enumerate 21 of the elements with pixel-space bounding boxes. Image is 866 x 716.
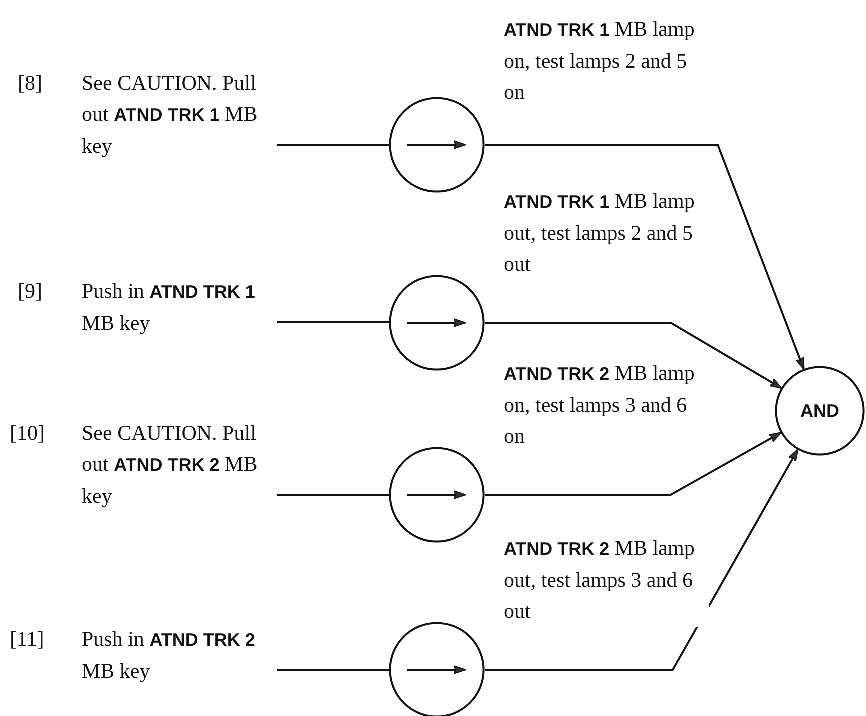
step-number: [8] xyxy=(18,70,42,97)
arrow xyxy=(485,144,805,370)
connector-line xyxy=(277,494,389,496)
gate-label: AND xyxy=(800,400,840,422)
arrow xyxy=(485,432,782,496)
step-number: [9] xyxy=(18,278,42,305)
circle-symbol xyxy=(389,275,485,371)
circle-symbol xyxy=(389,447,485,543)
step-instruction: Push in ATND TRK 1 MB key xyxy=(82,278,256,337)
step-number: [11] xyxy=(10,626,44,653)
and-gate-circle xyxy=(775,366,865,456)
circle-symbol xyxy=(389,97,485,193)
step-instruction: See CAUTION. Pull out ATND TRK 2 MB key xyxy=(82,420,259,510)
connector-line xyxy=(277,669,389,671)
arrow xyxy=(485,448,799,671)
step-instruction: See CAUTION. Pull out ATND TRK 1 MB key xyxy=(82,70,259,160)
step-number: [10] xyxy=(10,420,45,447)
arrow xyxy=(485,322,783,390)
step-instruction: Push in ATND TRK 2 MB key xyxy=(82,626,256,685)
connector-line xyxy=(277,321,389,323)
connector-line xyxy=(277,144,389,146)
